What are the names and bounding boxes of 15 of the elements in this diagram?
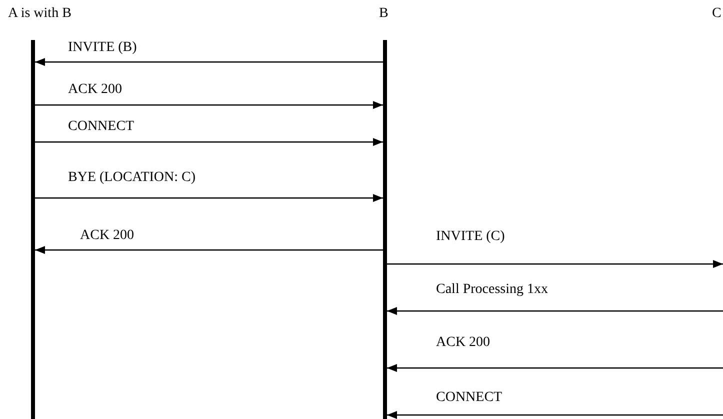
message-arrow [387, 307, 723, 315]
message-label: INVITE (B) [68, 40, 137, 56]
lifeline-bar [383, 40, 387, 419]
message-label: INVITE (C) [436, 229, 505, 245]
message-label: BYE (LOCATION: C) [68, 170, 196, 186]
lifeline-bar [31, 40, 35, 419]
message-arrow [35, 138, 383, 146]
message-arrow [35, 58, 383, 66]
message-arrow [35, 101, 383, 109]
message-arrow [35, 246, 383, 254]
message-arrow [387, 364, 723, 372]
message-arrow [387, 260, 723, 268]
message-arrow [35, 194, 383, 202]
message-arrow [387, 411, 723, 419]
message-label: Call Processing 1xx [436, 282, 548, 298]
